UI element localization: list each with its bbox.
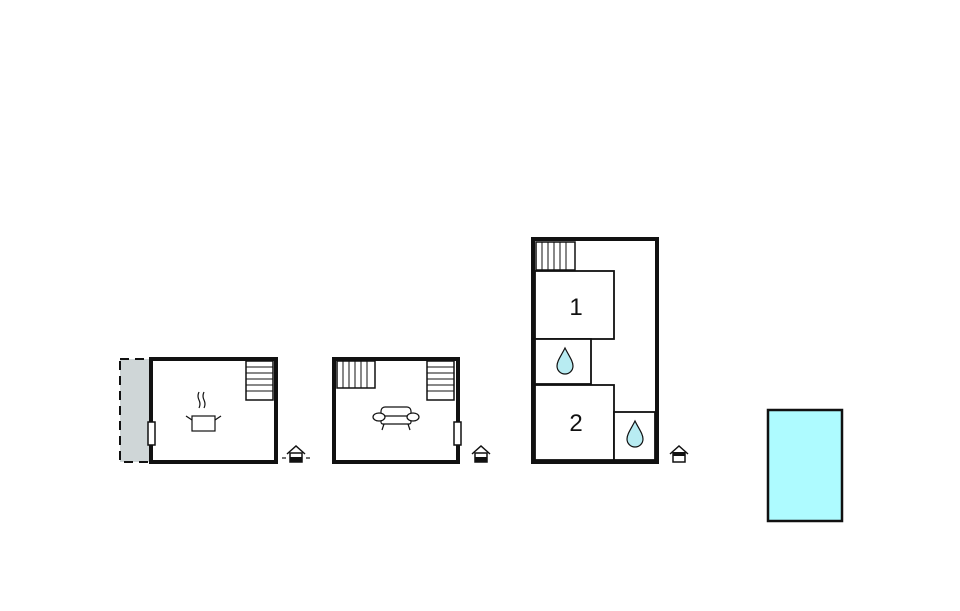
entrance-icon xyxy=(282,444,310,463)
cooking-pot-icon xyxy=(185,391,222,432)
stairs-icon xyxy=(245,360,274,401)
entrance-icon xyxy=(471,444,491,463)
building-ground-floor xyxy=(119,357,310,464)
stairs-icon xyxy=(336,360,376,389)
door xyxy=(147,421,156,446)
sofa-icon xyxy=(372,406,420,431)
entrance-icon xyxy=(669,444,689,463)
swimming-pool xyxy=(766,408,844,523)
bathroom-2 xyxy=(613,411,656,461)
bedroom-1: 1 xyxy=(534,270,615,340)
water-drop-icon xyxy=(556,346,574,375)
stairs-icon xyxy=(426,360,455,401)
room-label: 1 xyxy=(569,294,582,321)
bedroom-2: 2 xyxy=(534,384,615,461)
building-top-floor: 1 2 xyxy=(531,237,689,464)
door xyxy=(453,421,462,446)
building-first-floor xyxy=(332,357,491,464)
terrace xyxy=(119,358,151,463)
room-label: 2 xyxy=(569,410,582,437)
bathroom-1 xyxy=(534,338,592,385)
stairs-icon xyxy=(535,241,576,271)
water-drop-icon xyxy=(626,419,644,448)
